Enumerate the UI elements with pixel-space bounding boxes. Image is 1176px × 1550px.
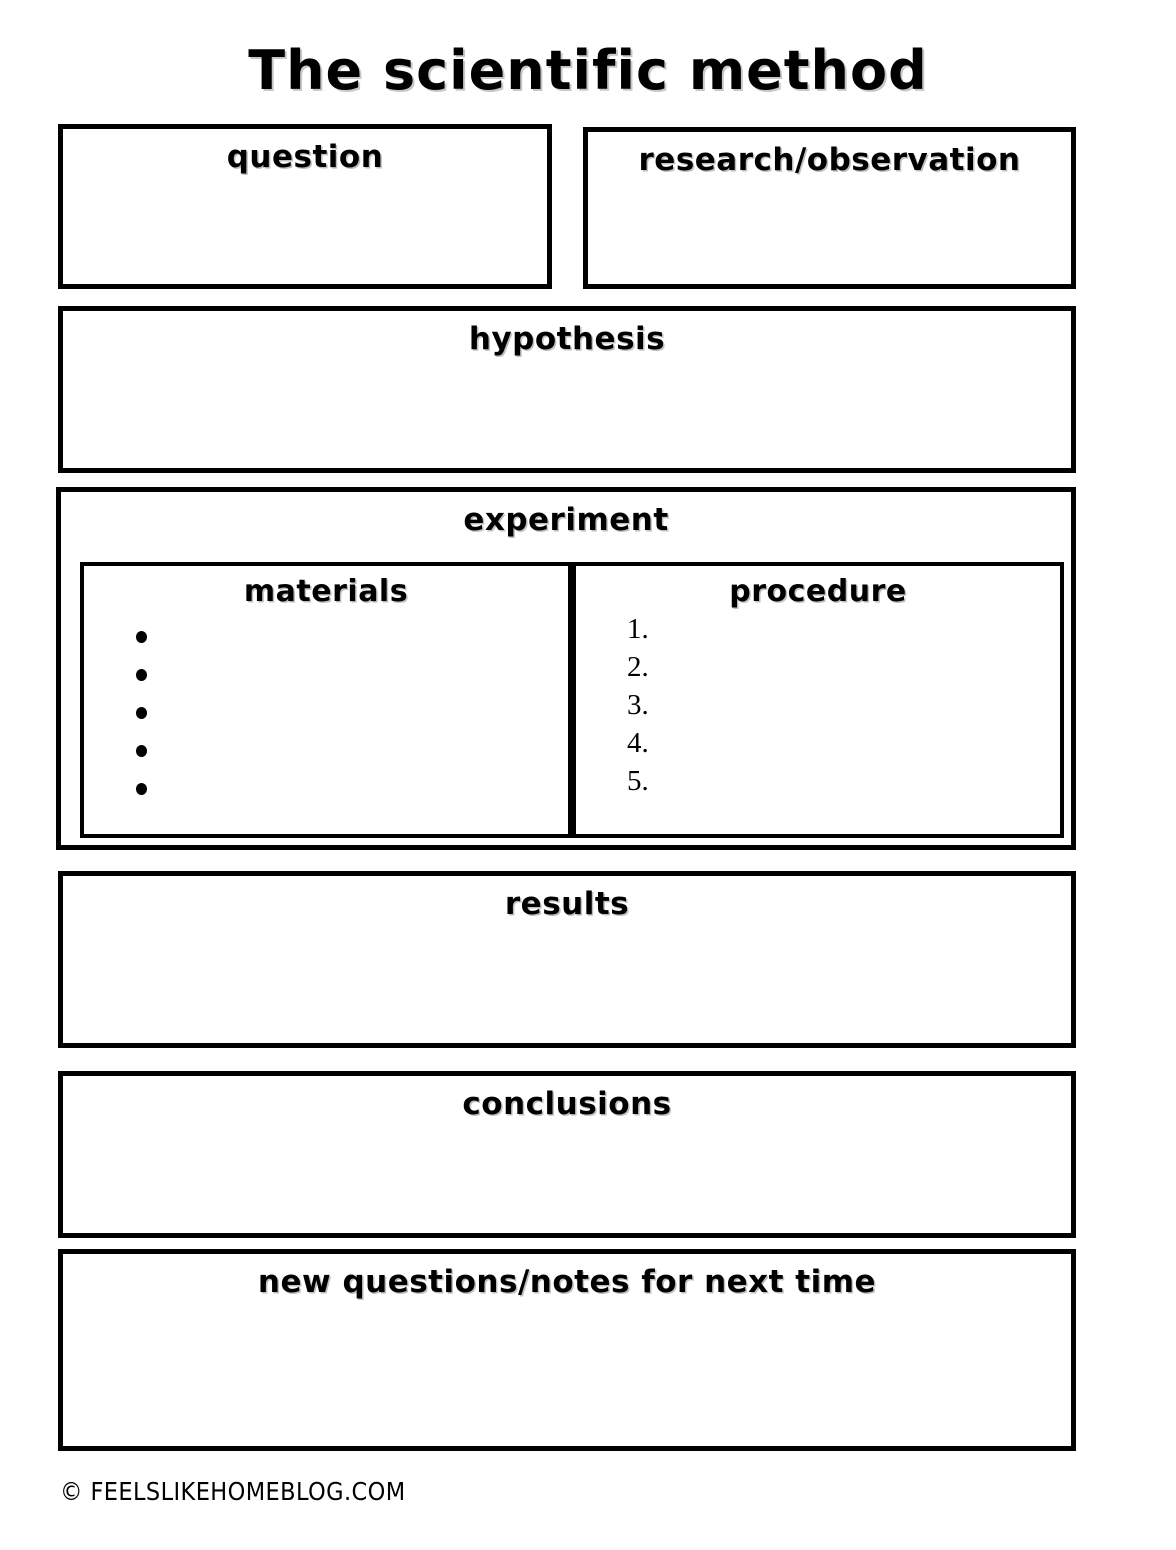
section-box-new-questions-notes[interactable]: new questions/notes for next time <box>58 1249 1076 1451</box>
section-box-conclusions[interactable]: conclusions <box>58 1071 1076 1238</box>
subsection-box-procedure[interactable]: procedure 1. 2. 3. 4. 5. <box>572 562 1064 838</box>
subsection-box-materials[interactable]: materials <box>80 562 572 838</box>
list-item[interactable]: 2. <box>627 651 649 683</box>
footer-copyright-credit: © FEELSLIKEHOMEBLOG.COM <box>60 1477 406 1506</box>
section-box-experiment[interactable]: experiment materials procedure 1. 2. 3. … <box>56 487 1076 850</box>
section-heading-results: results <box>504 886 630 922</box>
page-title: The scientific method <box>248 39 928 102</box>
section-heading-experiment: experiment <box>463 502 669 538</box>
bullet-icon <box>136 707 147 719</box>
bullet-icon <box>136 669 147 681</box>
list-item[interactable]: 3. <box>627 689 649 721</box>
list-item[interactable]: 4. <box>627 727 649 759</box>
section-box-results[interactable]: results <box>58 871 1076 1048</box>
section-box-research-observation[interactable]: research/observation <box>583 127 1076 289</box>
procedure-number-list: 1. 2. 3. 4. 5. <box>627 610 649 800</box>
section-heading-conclusions: conclusions <box>462 1086 672 1122</box>
list-item[interactable]: 5. <box>627 765 649 797</box>
section-heading-hypothesis: hypothesis <box>468 321 666 357</box>
section-box-question[interactable]: question <box>58 124 552 289</box>
section-heading-question: question <box>226 139 384 175</box>
section-heading-new-questions-notes: new questions/notes for next time <box>257 1264 877 1300</box>
section-heading-research-observation: research/observation <box>638 142 1021 178</box>
bullet-icon <box>136 631 147 643</box>
section-box-hypothesis[interactable]: hypothesis <box>58 306 1076 473</box>
subsection-heading-materials: materials <box>243 574 409 609</box>
subsection-heading-procedure: procedure <box>729 574 907 609</box>
bullet-icon <box>136 745 147 757</box>
bullet-icon <box>136 783 147 795</box>
list-item[interactable]: 1. <box>627 613 649 645</box>
